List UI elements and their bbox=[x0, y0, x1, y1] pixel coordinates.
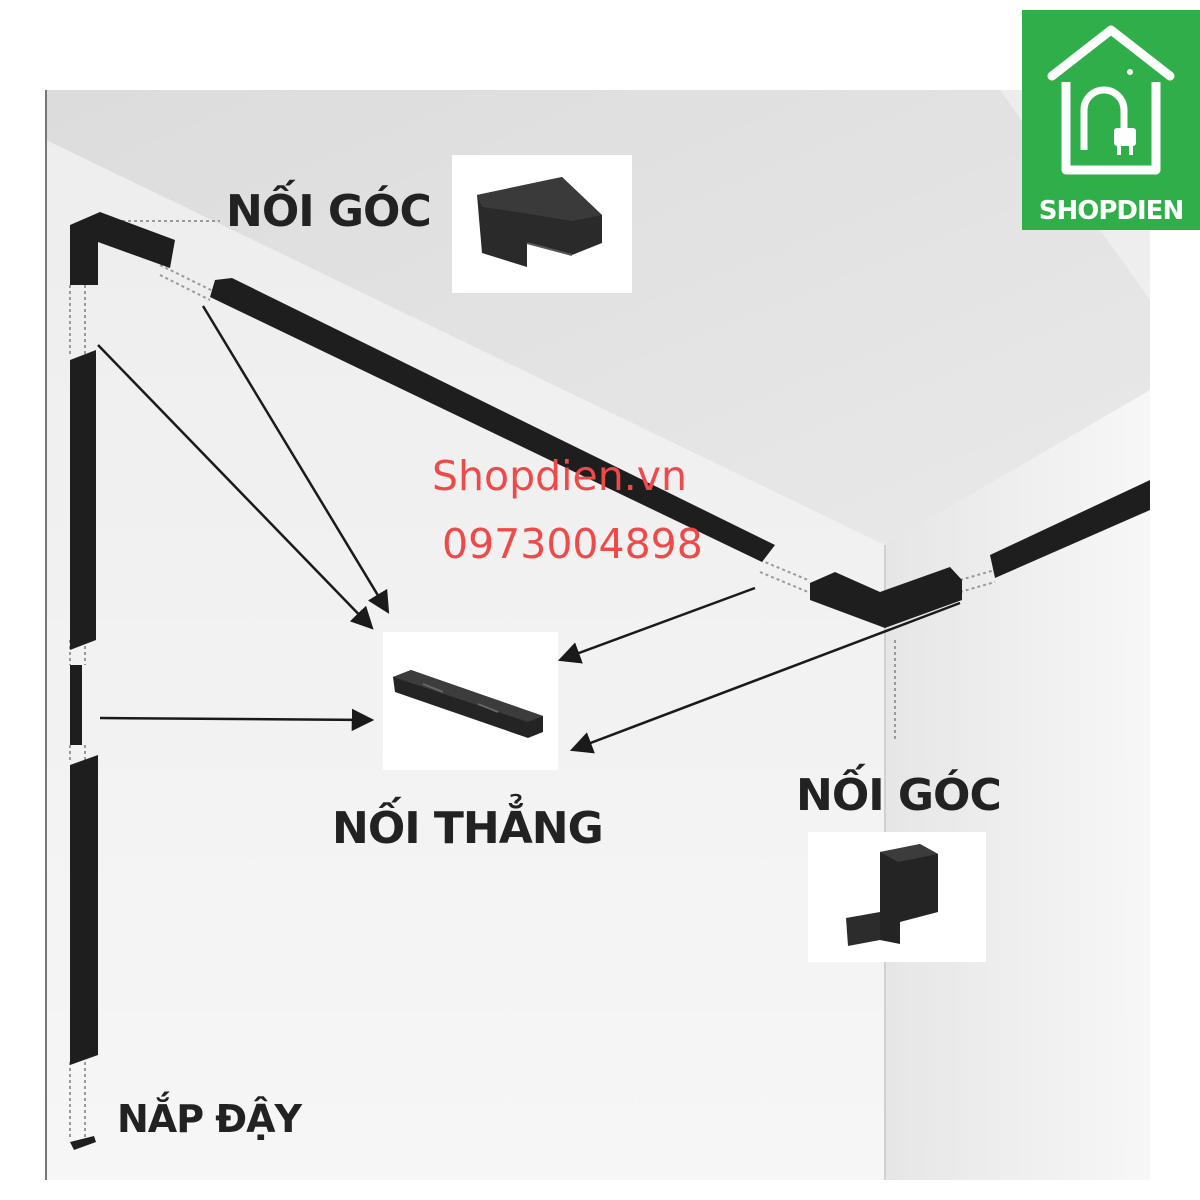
ceiling-rail bbox=[210, 278, 775, 562]
label-end-cap: NẮP ĐẬY bbox=[117, 1097, 302, 1141]
pointer-arrows bbox=[97, 305, 961, 754]
label-straight-connector: NỐI THẲNG bbox=[332, 803, 604, 854]
wall-rail-lower bbox=[70, 755, 98, 1065]
ceiling bbox=[46, 90, 1150, 545]
shopdien-logo: SHOPDIEN bbox=[1022, 10, 1200, 230]
watermark-site: Shopdien.vn bbox=[432, 452, 688, 500]
label-corner-connector-right: NỐI GÓC bbox=[796, 770, 1002, 821]
logo-text: SHOPDIEN bbox=[1038, 196, 1184, 226]
straight-connector-callout bbox=[383, 632, 558, 770]
corner-connector-ceiling bbox=[810, 567, 962, 628]
watermark-phone: 0973004898 bbox=[442, 520, 703, 568]
corner-connector-callout-top bbox=[452, 155, 632, 293]
track-rails bbox=[70, 212, 1150, 1150]
guide-lines bbox=[69, 220, 996, 1140]
corner-connector-top-left bbox=[70, 212, 175, 285]
wall-corner-connector-image bbox=[846, 844, 938, 946]
ceiling-rail-right bbox=[990, 480, 1150, 578]
end-cap-piece bbox=[70, 1136, 96, 1150]
wall-rail-upper bbox=[70, 350, 96, 650]
corner-connector-image bbox=[477, 177, 602, 267]
straight-connector-image bbox=[393, 670, 543, 738]
house-plug-icon bbox=[1047, 25, 1175, 175]
corner-connector-callout-right bbox=[808, 832, 986, 962]
straight-connector-wall bbox=[70, 665, 82, 745]
label-corner-connector-top: NỐI GÓC bbox=[226, 186, 432, 237]
